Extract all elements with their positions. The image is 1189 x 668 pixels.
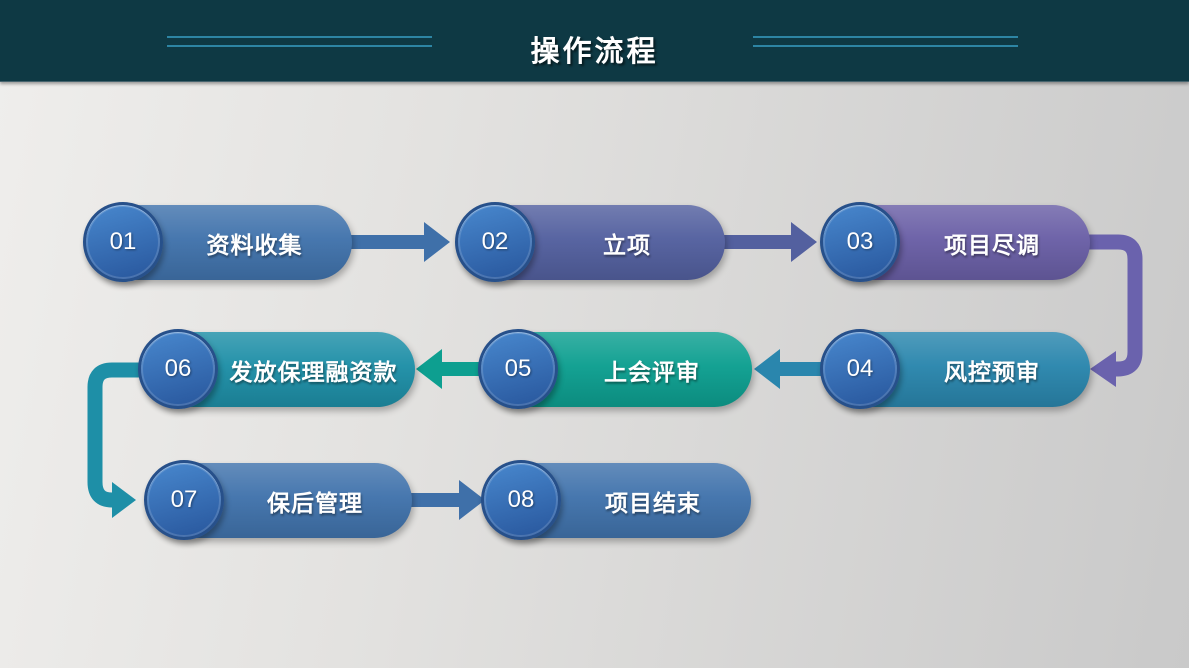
arrow-shape (722, 222, 817, 262)
arrow-05-to-06 (416, 349, 488, 389)
step-number: 08 (507, 486, 535, 513)
step-pill-03: 03 项目尽调 (820, 202, 1090, 282)
arrowhead (1090, 351, 1116, 387)
page-title: 操作流程 (530, 36, 659, 68)
elbow-connector-03-to-04 (1060, 234, 1143, 387)
arrow-shape (416, 349, 488, 389)
arrow-shape (348, 222, 450, 262)
step-label: 保后管理 (267, 489, 363, 516)
step-pill-06: 06 发放保理融资款 (138, 329, 415, 409)
step-number: 03 (846, 228, 874, 255)
step-label: 发放保理融资款 (229, 358, 398, 385)
step-number: 04 (846, 355, 874, 382)
step-number: 05 (504, 355, 532, 382)
step-pill-04: 04 风控预审 (820, 329, 1090, 409)
step-number-badge: 02 (455, 202, 535, 282)
arrow-shape (754, 349, 824, 389)
step-number-badge: 03 (820, 202, 900, 282)
step-number: 01 (109, 228, 137, 255)
elbow-connector-06-to-07 (87, 362, 140, 518)
slide-header: 操作流程 (0, 0, 1189, 82)
step-pill-07: 07 保后管理 (144, 460, 412, 540)
arrow-04-to-05 (754, 349, 824, 389)
step-label: 项目尽调 (944, 231, 1040, 258)
deco-line (753, 45, 1018, 47)
step-pill-08: 08 项目结束 (481, 460, 751, 540)
deco-line (167, 36, 432, 38)
step-number-badge: 05 (478, 329, 558, 409)
step-label: 上会评审 (604, 358, 700, 385)
header-deco-lines-right (753, 36, 1018, 54)
deco-line (167, 45, 432, 47)
arrow-07-to-08 (408, 480, 485, 520)
step-pill-01: 01 资料收集 (83, 202, 352, 282)
step-label: 项目结束 (605, 489, 701, 516)
arrowhead (112, 482, 136, 518)
header-deco-lines-left (167, 36, 432, 54)
deco-line (753, 36, 1018, 38)
step-number-badge: 07 (144, 460, 224, 540)
step-number-badge: 06 (138, 329, 218, 409)
step-number-badge: 01 (83, 202, 163, 282)
arrow-01-to-02 (348, 222, 450, 262)
step-label: 立项 (603, 231, 651, 258)
step-pill-02: 02 立项 (455, 202, 725, 282)
arrow-02-to-03 (722, 222, 817, 262)
step-pill-05: 05 上会评审 (478, 329, 752, 409)
step-number: 02 (481, 228, 509, 255)
step-number-badge: 04 (820, 329, 900, 409)
arrow-shape (408, 480, 485, 520)
step-label: 风控预审 (944, 358, 1040, 385)
step-number-badge: 08 (481, 460, 561, 540)
step-number: 06 (164, 355, 192, 382)
elbow-path (1060, 234, 1143, 377)
step-label: 资料收集 (206, 231, 303, 258)
step-number: 07 (170, 486, 198, 513)
elbow-path (87, 362, 140, 508)
